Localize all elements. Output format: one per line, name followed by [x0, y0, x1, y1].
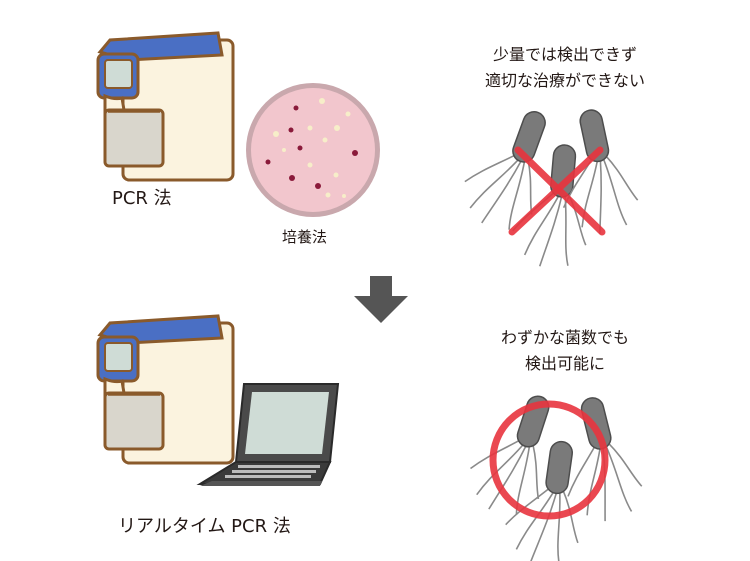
pcr-method-label: PCR 法: [112, 188, 172, 209]
cross-mark: [508, 146, 606, 236]
bottom-result-line-2: 検出可能に: [524, 354, 605, 373]
circle-mark: [489, 400, 609, 520]
realtime-pcr-label: リアルタイム PCR 法: [118, 516, 291, 537]
top-result-line-2: 適切な治療ができない: [484, 71, 645, 90]
laptop: [196, 383, 340, 486]
down-arrow-icon: [354, 276, 408, 323]
pcr-machine-top: [96, 31, 235, 182]
pcr-machine-bottom: [96, 314, 235, 465]
bottom-result-line-1: わずかな菌数でも: [500, 328, 629, 347]
bottom-result-caption: わずかな菌数でも 検出可能に: [470, 325, 660, 377]
culture-dish: [246, 83, 380, 217]
top-result-line-1: 少量では検出できず: [492, 45, 637, 64]
bacteria-group-bottom: [459, 382, 649, 561]
culture-method-label: 培養法: [282, 228, 328, 246]
top-result-caption: 少量では検出できず 適切な治療ができない: [462, 42, 668, 94]
